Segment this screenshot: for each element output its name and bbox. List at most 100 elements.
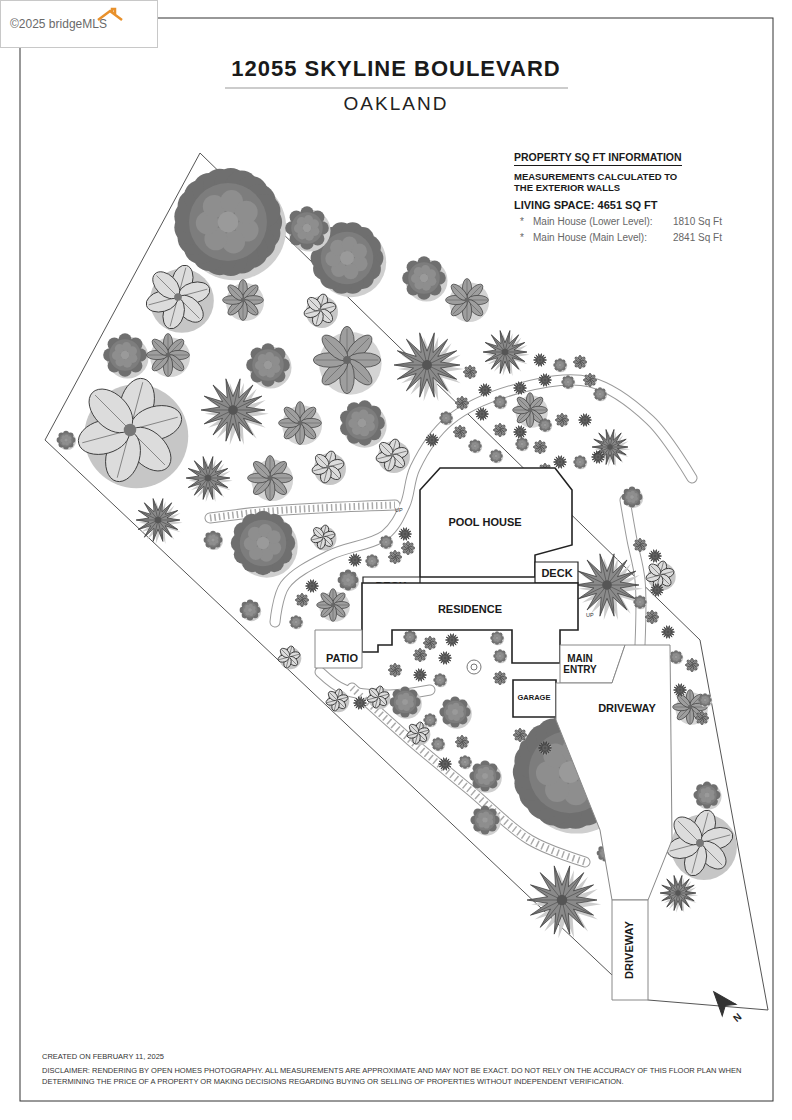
tree-symbol	[74, 374, 188, 488]
driveway-shape	[556, 645, 672, 900]
tree-symbol	[303, 293, 338, 328]
shrub-symbol	[388, 550, 401, 563]
plan-title: 12055 SKYLINE BOULEVARD	[0, 56, 792, 82]
bullet: *	[520, 232, 524, 244]
shrub-symbol	[479, 384, 493, 397]
info-heading: PROPERTY SQ FT INFORMATION	[514, 151, 682, 166]
shrub-symbol	[423, 713, 437, 727]
tree-symbol	[575, 554, 643, 620]
tree-symbol	[313, 326, 381, 394]
north-arrow	[707, 986, 736, 1016]
tree-symbol	[231, 511, 298, 578]
tree-symbol	[665, 808, 737, 880]
tree-symbol	[340, 400, 387, 447]
area-name: Main House (Main Level):	[533, 232, 647, 244]
tree-symbol	[279, 402, 322, 445]
residence-outline	[362, 583, 578, 663]
garage-shape	[513, 680, 556, 717]
shrub-symbol	[431, 737, 445, 751]
stepping-stones	[210, 505, 395, 518]
shrub-symbol	[633, 538, 646, 551]
tree-symbol	[592, 429, 630, 466]
tree-symbol	[136, 499, 183, 545]
shrub-symbol	[493, 395, 507, 409]
area-label: MAIN ENTRY	[556, 653, 604, 675]
shrub-symbol	[426, 434, 440, 447]
shrub-symbol	[379, 535, 393, 549]
shrub-symbol	[493, 423, 506, 436]
garage: GARAGE	[513, 680, 556, 717]
shrub-symbol	[295, 593, 308, 606]
tree-symbol	[147, 334, 190, 377]
tree-symbol	[513, 393, 548, 428]
shrub-symbol	[592, 451, 606, 464]
area-label: DRIVEWAY	[598, 702, 656, 714]
shrub-symbol	[695, 711, 708, 724]
shrub-symbol	[645, 610, 658, 623]
area-name: Main House (Lower Level):	[533, 216, 653, 228]
shrub-symbol	[423, 636, 436, 649]
tree-symbol	[470, 805, 500, 835]
area-label: DECK	[541, 567, 572, 579]
shrub-symbol	[553, 358, 567, 372]
shrub-symbol	[493, 649, 507, 663]
tree-symbol	[285, 206, 330, 251]
bullet: *	[520, 216, 524, 228]
shrub-symbol	[455, 735, 468, 748]
created-date: CREATED ON FEBRUARY 11, 2025	[42, 1052, 164, 1061]
shrub-symbol	[514, 382, 528, 395]
shrub-symbol	[433, 673, 447, 687]
shrub-symbol	[446, 634, 460, 647]
tree-symbol	[277, 645, 301, 669]
shrub-symbol	[455, 396, 468, 409]
shrub-symbol	[388, 663, 401, 676]
shrub-symbol	[513, 728, 526, 741]
tree-symbol	[248, 456, 294, 502]
tree-symbol	[375, 438, 410, 473]
tree-symbol	[223, 280, 264, 321]
tree-symbol	[311, 450, 346, 485]
disclaimer: DISCLAIMER: RENDERING BY OPEN HOMES PHOT…	[42, 1066, 764, 1087]
tree-symbol	[317, 589, 350, 622]
shrub-symbol	[579, 414, 593, 427]
walkway-edge	[210, 505, 395, 518]
tree-symbol	[186, 457, 233, 503]
deck-shape	[535, 562, 578, 583]
shrub-symbol	[468, 439, 482, 453]
area-label: POOL HOUSE	[448, 516, 521, 528]
property-boundary	[45, 153, 768, 1010]
shrub-symbol	[306, 580, 320, 593]
tree-symbol	[446, 279, 489, 322]
tree-symbol	[673, 690, 708, 725]
tree-symbol	[483, 331, 530, 377]
title-rule	[225, 88, 568, 89]
shrub-symbol	[476, 408, 490, 421]
fountain	[467, 660, 481, 674]
tree-symbol	[402, 256, 447, 301]
shrub-symbol	[289, 615, 303, 629]
tree-symbol	[660, 875, 698, 912]
shrub-symbol	[489, 449, 503, 463]
driveway: DRIVEWAY	[556, 645, 672, 900]
shrub-symbol	[515, 437, 529, 451]
shrub-symbol	[539, 374, 553, 387]
shrub-symbol	[439, 758, 453, 771]
tree-symbol	[174, 168, 286, 280]
watermark: ©2025 bridgeMLS	[10, 17, 107, 31]
tree-symbol	[527, 866, 601, 938]
shrub-symbol	[413, 648, 426, 661]
pool-house: POOL HOUSE	[420, 468, 572, 577]
landscaping	[57, 168, 737, 938]
page-border	[20, 18, 773, 1101]
driveway-shape	[612, 900, 648, 1000]
shrub-symbol	[649, 550, 663, 563]
fountain	[471, 664, 477, 670]
tree-symbol	[311, 222, 387, 297]
tree-symbol	[439, 696, 471, 728]
shrub-symbol	[698, 693, 712, 707]
shrub-symbol	[453, 425, 466, 438]
city-name: OAKLAND	[0, 93, 792, 116]
tree-symbol	[144, 263, 214, 333]
tree-symbol	[240, 600, 262, 622]
shrub-symbol	[463, 365, 476, 378]
